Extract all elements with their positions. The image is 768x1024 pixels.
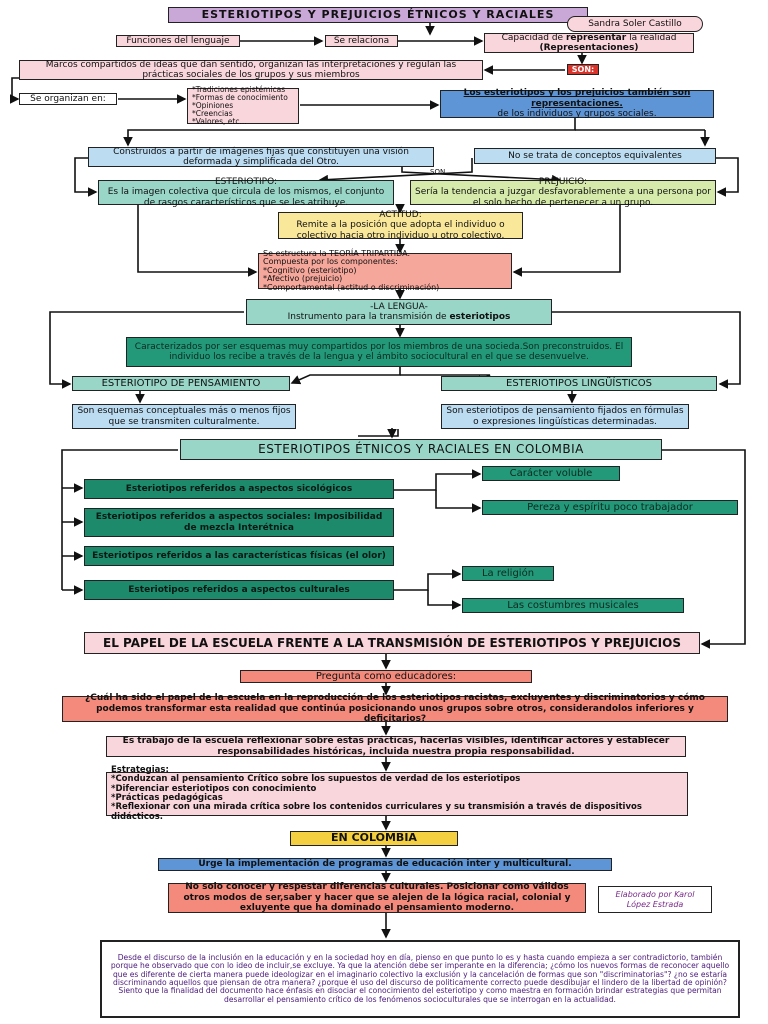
urge-box: Urge la implementación de programas de e…: [158, 858, 612, 871]
construidos-box: Construidos a partir de imágenes fijas q…: [88, 147, 434, 167]
trabajo-box: Es trabajo de la escuela reflexionar sob…: [106, 736, 686, 757]
aspecto-culturales: Esteriotipos referidos a aspectos cultur…: [84, 580, 394, 600]
costumbres-box: Las costumbres musicales: [462, 598, 684, 613]
esteriotipo-box: ESTERIOTIPO: Es la imagen colectiva que …: [98, 177, 394, 208]
aspecto-fisicas: Esteriotipos referidos a las característ…: [84, 546, 394, 566]
caracter-box: Carácter voluble: [482, 466, 620, 481]
marcos-box: Marcos compartidos de ideas que dan sent…: [19, 60, 483, 80]
pregunta-box: Pregunta como educadores:: [240, 670, 532, 683]
pensamiento-box: ESTERIOTIPO DE PENSAMIENTO: [72, 376, 290, 391]
lengua-box: -LA LENGUA- Instrumento para la transmis…: [246, 299, 552, 325]
no-equivalentes-box: No se trata de conceptos equivalentes: [474, 148, 716, 164]
estrategias-box: Estrategias: *Conduzcan al pensamiento C…: [106, 765, 688, 821]
no-solo-box: No solo conocer y respestar diferencias …: [168, 882, 586, 913]
funciones-box: Funciones del lenguaje: [116, 35, 240, 47]
page-title: ESTERIOTIPOS Y PREJUICIOS ÉTNICOS Y RACI…: [168, 7, 588, 23]
aspecto-sociales: Esteriotipos referidos a aspectos social…: [84, 508, 394, 537]
tradiciones-list: *Tradiciones epistémicas *Formas de cono…: [187, 86, 299, 125]
representaciones-box: Los esteriotipos y los prejuicios tambié…: [440, 88, 714, 119]
author-badge: Sandra Soler Castillo: [567, 16, 703, 32]
relaciona-box: Se relaciona: [325, 35, 398, 47]
linguisticos-box: ESTERIOTIPOS LINGÜÍSTICOS: [441, 376, 717, 391]
pereza-box: Pereza y espíritu poco trabajador: [482, 500, 738, 515]
escuela-title: EL PAPEL DE LA ESCUELA FRENTE A LA TRANS…: [84, 632, 700, 654]
linguisticos-desc: Son esteriotipos de pensamiento fijados …: [441, 404, 689, 429]
elaborado-box: Elaborado por Karol López Estrada: [598, 886, 712, 913]
son-label: SON: [430, 168, 446, 176]
caracterizados-box: Caracterizados por ser esquemas muy comp…: [126, 337, 632, 367]
son-badge: SON:: [567, 64, 599, 75]
teoria-box: Se estructura la TEORÍA TRIPARTIDA. Comp…: [258, 249, 512, 291]
actitud-box: ACTITUD: Remite a la posición que adopta…: [278, 210, 523, 241]
en-colombia-box: EN COLOMBIA: [290, 831, 458, 846]
capacidad-box: Capacidad de representar la realidad (Re…: [484, 33, 694, 53]
religion-box: La religión: [462, 566, 554, 581]
organizan-box: Se organizan en:: [19, 93, 117, 105]
prejuicio-box: PREJUICIO: Sería la tendencia a juzgar d…: [410, 177, 716, 208]
colombia-title: ESTERIOTIPOS ÉTNICOS Y RACIALES EN COLOM…: [180, 439, 662, 460]
pensamiento-desc: Son esquemas conceptuales más o menos fi…: [72, 404, 296, 429]
cual-box: ¿Cuál ha sido el papel de la escuela en …: [62, 693, 728, 724]
aspecto-sicologicos: Esteriotipos referidos a aspectos sicoló…: [84, 479, 394, 499]
reflexion-box: Desde el discurso de la inclusión en la …: [100, 940, 740, 1018]
